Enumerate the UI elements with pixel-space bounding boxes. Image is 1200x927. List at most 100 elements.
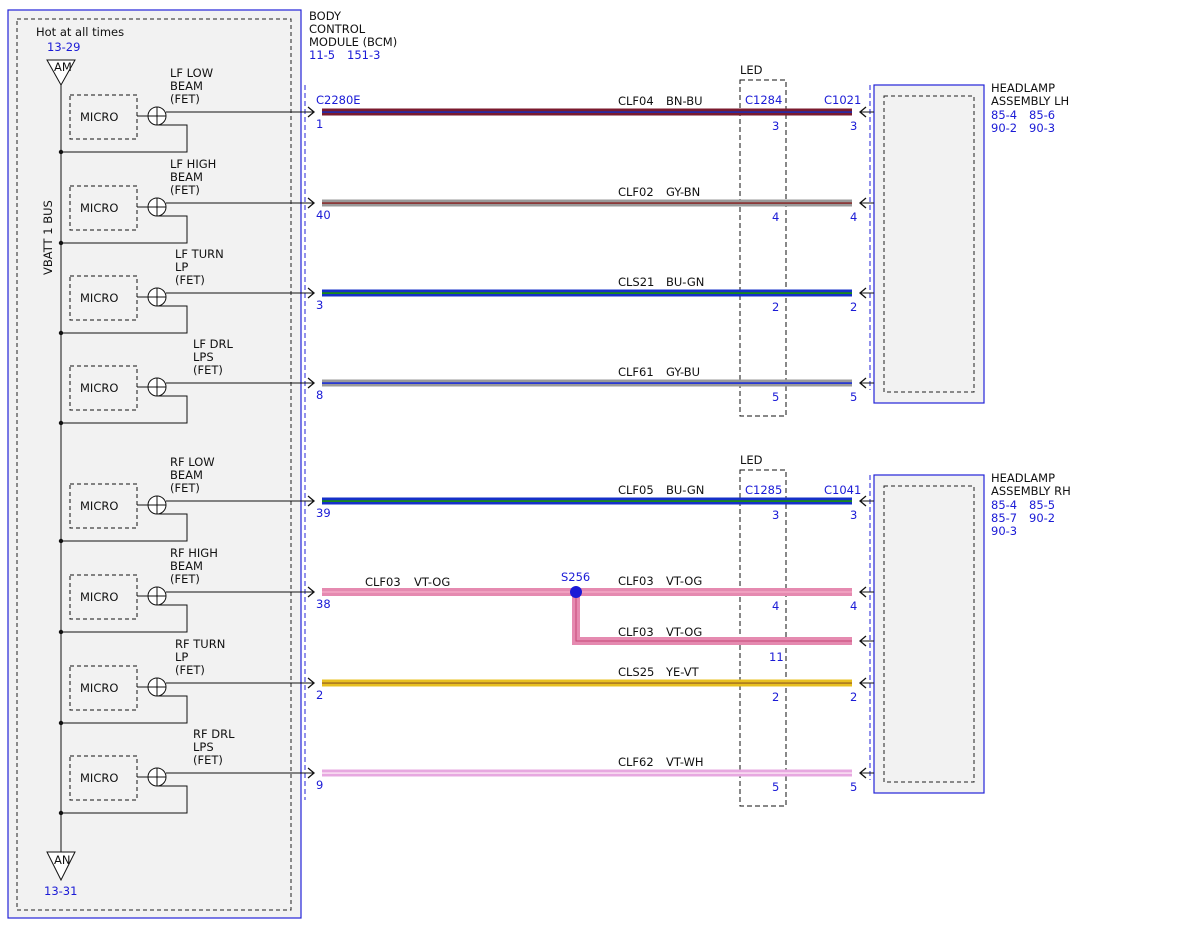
wire-tracer — [576, 591, 852, 593]
bus-junction — [58, 629, 64, 635]
wire-tracer — [322, 682, 852, 684]
bcm-pin-arrow-icon — [307, 677, 316, 689]
lamp-rh-title-1: HEADLAMP — [991, 471, 1055, 485]
bus-junction — [58, 810, 64, 816]
feedback-line — [61, 785, 188, 814]
micro-label: MICRO — [80, 291, 118, 305]
bcm-pin-arrow-icon — [307, 106, 316, 118]
driver-label: LP — [175, 260, 188, 274]
wire-color-code: BU-GN — [666, 483, 704, 497]
lamp-rh-ref: 85-7 — [991, 511, 1017, 525]
driver-label: LF TURN — [175, 247, 224, 261]
bcm-pin-number: 2 — [316, 688, 323, 702]
lamp-lh-title-1: HEADLAMP — [991, 81, 1055, 95]
wire-color-code: VT-OG — [666, 574, 702, 588]
led-box-upper — [739, 79, 787, 417]
led-pin-number: 2 — [772, 690, 779, 704]
driver-label: BEAM — [170, 468, 203, 482]
micro-label: MICRO — [80, 110, 118, 124]
led-pin-number: 4 — [772, 210, 779, 224]
feedback-line — [61, 604, 188, 633]
wire-tracer — [322, 202, 852, 204]
driver-label: BEAM — [170, 559, 203, 573]
lamp-lh-ref: 90-2 — [991, 121, 1017, 135]
driver-label: (FET) — [170, 92, 200, 106]
circuit-number: CLF61 — [618, 365, 654, 379]
led-pin-number: 2 — [772, 300, 779, 314]
micro-box — [69, 185, 138, 231]
bcm-pin-number: 8 — [316, 388, 323, 402]
lamp-rh-ref: 85-5 — [1029, 498, 1055, 512]
driver-label: RF DRL — [193, 727, 235, 741]
circuit-number: CLF04 — [618, 94, 654, 108]
wire-tracer — [322, 500, 852, 502]
driver-label: RF HIGH — [170, 546, 218, 560]
circuit-number: CLF03 — [618, 574, 654, 588]
wire-color-code: GY-BU — [666, 365, 700, 379]
bcm-box — [7, 9, 302, 919]
feedback-line — [61, 513, 188, 542]
bus-junction — [58, 240, 64, 246]
wire-tracer — [322, 292, 852, 294]
driver-label: (FET) — [175, 663, 205, 677]
driver-label: LF HIGH — [170, 157, 216, 171]
lamp-pin-number: 2 — [850, 690, 857, 704]
fuse-am-label: AM — [54, 60, 72, 74]
lamp-lh-ref: 90-3 — [1029, 121, 1055, 135]
micro-label: MICRO — [80, 381, 118, 395]
bcm-pin-number: 9 — [316, 778, 323, 792]
bcm-pin-arrow-icon — [307, 377, 316, 389]
lamp-pin-number: 5 — [850, 390, 857, 404]
circuit-number: CLS21 — [618, 275, 654, 289]
driver-label: BEAM — [170, 170, 203, 184]
led-label-upper: LED — [740, 63, 763, 77]
micro-box — [69, 574, 138, 620]
hot-ref: 13-29 — [47, 40, 80, 54]
driver-label: RF TURN — [175, 637, 225, 651]
bcm-title-1: BODY — [309, 9, 342, 23]
lamp-pin-number: 2 — [850, 300, 857, 314]
lamp-rh-ref: 90-2 — [1029, 511, 1055, 525]
bcm-pin-number: 3 — [316, 298, 323, 312]
lamp-pin-number: 3 — [850, 508, 857, 522]
lamp-lh-box — [873, 84, 985, 404]
bcm-pin-arrow-icon — [307, 287, 316, 299]
driver-label: (FET) — [193, 363, 223, 377]
led-pin-number: 3 — [772, 119, 779, 133]
bcm-pin-arrow-icon — [307, 197, 316, 209]
driver-label: LP — [175, 650, 188, 664]
feedback-line — [61, 305, 188, 334]
micro-box — [69, 365, 138, 411]
lamp-lh-ref: 85-4 — [991, 108, 1017, 122]
lamp-pin-number: 5 — [850, 780, 857, 794]
lamp-lh-ref: 85-6 — [1029, 108, 1055, 122]
lamp-rh-inner — [883, 485, 975, 783]
micro-label: MICRO — [80, 590, 118, 604]
splice-left-circuit: CLF03 — [365, 575, 401, 589]
circuit-number: CLF05 — [618, 483, 654, 497]
bcm-title-2: CONTROL — [309, 22, 366, 36]
lamp-rh-title-2: ASSEMBLY RH — [991, 484, 1071, 498]
led-pin-number: 3 — [772, 508, 779, 522]
wire-color-code: GY-BN — [666, 185, 700, 199]
micro-box — [69, 665, 138, 711]
led-connector-upper: C1284 — [745, 93, 782, 107]
splice-label: S256 — [561, 570, 590, 584]
bus-junction — [58, 720, 64, 726]
splice-branch-color: VT-OG — [666, 625, 702, 639]
wire-tracer — [322, 111, 852, 113]
driver-label: (FET) — [175, 273, 205, 287]
bottom-ref: 13-31 — [44, 884, 77, 898]
feedback-line — [61, 695, 188, 724]
wire-color-code: YE-VT — [665, 665, 700, 679]
splice-dot — [570, 586, 582, 598]
feedback-line — [61, 215, 188, 244]
micro-box — [69, 755, 138, 801]
bcm-pin-number: 38 — [316, 597, 331, 611]
bus-junction — [58, 538, 64, 544]
driver-label: LPS — [193, 740, 214, 754]
micro-label: MICRO — [80, 771, 118, 785]
lamp-rh-ref: 85-4 — [991, 498, 1017, 512]
wire-tracer — [322, 591, 576, 593]
